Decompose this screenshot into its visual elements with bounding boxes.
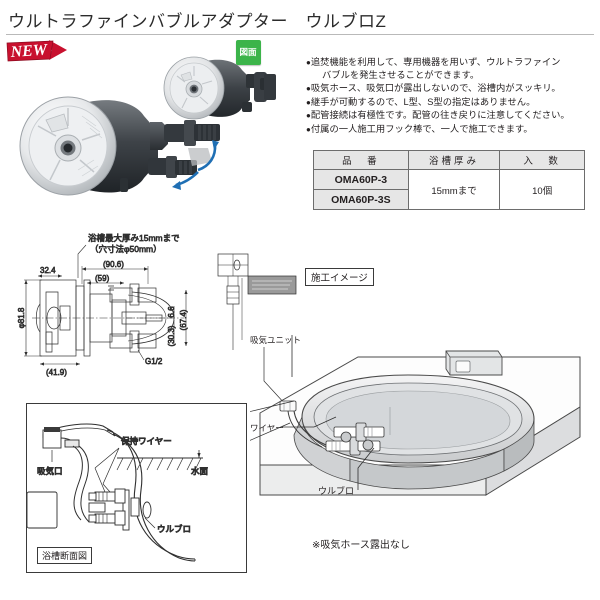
installation-tag: 施工イメージ	[305, 268, 374, 286]
dim-flange-depth: (41.9)	[46, 368, 67, 377]
label-holding-wire: 保持ワイヤー	[121, 436, 172, 446]
dim-port-height: (67.4)	[179, 309, 188, 330]
title-divider	[6, 34, 594, 35]
spec-table: 品 番 浴槽厚み 入 数 OMA60P-3 15mmまで 10個 OMA60P-…	[313, 150, 585, 210]
cell-part-number: OMA60P-3	[313, 169, 409, 190]
dim-overall-width: (90.6)	[103, 260, 124, 269]
bullet-marker: ●	[306, 58, 311, 67]
dimension-drawing: 浴槽最大厚み15mmまで （穴寸法φ50mm） (90.6) (59) 32.	[2, 228, 302, 378]
bullet-marker: ●	[306, 111, 311, 121]
cell-part-number: OMA60P-3S	[313, 189, 409, 210]
dim-inner-width: (59)	[95, 274, 110, 283]
table-header-row: 品 番 浴槽厚み 入 数	[313, 150, 585, 170]
column-header-part-number: 品 番	[313, 150, 409, 170]
installation-note: ※吸気ホース露出なし	[312, 540, 410, 551]
feature-item: ●継手が可動するので、L型、S型の指定はありません。	[306, 96, 596, 109]
feature-text: 配管接続は有極性です。配管の往き戻りに注意してください。	[310, 110, 570, 121]
feature-text: 吸気ホース、吸気口が露出しないので、浴槽内がスッキリ。	[310, 82, 561, 93]
bullet-marker: ●	[306, 97, 311, 107]
column-header-quantity: 入 数	[499, 150, 585, 170]
cross-section-box: 水面 吸気口 保持ワイヤー	[26, 403, 247, 573]
label-wire: ワイヤー	[250, 423, 284, 433]
product-photo-main	[12, 86, 227, 206]
bullet-marker: ●	[306, 125, 311, 135]
dim-port-offset: 6.6	[167, 306, 176, 318]
svg-text:NEW: NEW	[9, 41, 49, 61]
feature-list: ●追焚機能を利用して、専用機器を用いず、ウルトラファイン バブルを発生させること…	[306, 56, 596, 137]
dim-left-depth: 32.4	[40, 266, 56, 275]
page-title: ウルトラファインバブルアダプター ウルブロZ	[8, 12, 387, 31]
feature-text: 継手が可動するので、L型、S型の指定はありません。	[310, 96, 536, 107]
installation-illustration: 吸気ユニット ワイヤ	[250, 295, 600, 530]
dim-callout-line2: （穴寸法φ50mm）	[90, 244, 162, 254]
table-row: OMA60P-3 15mmまで 10個	[313, 169, 585, 210]
label-product-bath: ウルブロ	[318, 486, 355, 496]
label-intake-unit: 吸気ユニット	[250, 335, 301, 345]
dim-callout-line1: 浴槽最大厚み15mmまで	[88, 233, 180, 243]
label-water-surface: 水面	[191, 466, 209, 476]
new-badge: NEW	[5, 38, 75, 70]
product-photo-secondary	[150, 48, 290, 128]
dim-port-spacing: (30.3)	[167, 325, 176, 346]
bullet-marker: ●	[306, 83, 311, 93]
label-intake-port: 吸気口	[37, 466, 63, 476]
feature-item: ●追焚機能を利用して、専用機器を用いず、ウルトラファイン バブルを発生させること…	[306, 56, 596, 81]
cell-thickness: 15mmまで	[407, 169, 501, 210]
column-header-thickness: 浴槽厚み	[407, 150, 501, 170]
drawing-icon[interactable]: 図面	[236, 40, 261, 65]
dim-thread: G1/2	[145, 357, 163, 366]
label-product-xsec: ウルブロ	[157, 524, 191, 534]
feature-text-cont: バブルを発生させることができます。	[322, 70, 480, 81]
dim-diameter: φ81.8	[17, 307, 26, 328]
feature-item: ●配管接続は有極性です。配管の往き戻りに注意してください。	[306, 109, 596, 122]
cell-quantity: 10個	[499, 169, 585, 210]
product-leader-line	[357, 447, 375, 490]
drawing-icon-label: 図面	[239, 47, 258, 57]
feature-text: 追焚機能を利用して、専用機器を用いず、ウルトラファイン	[310, 57, 561, 67]
table-row: OMA60P-3S	[313, 189, 585, 210]
feature-text: 付属の一人施工用フック棒で、一人で施工できます。	[310, 124, 533, 135]
cross-section-tag: 浴槽断面図	[37, 547, 93, 564]
feature-item: ●付属の一人施工用フック棒で、一人で施工できます。	[306, 123, 596, 136]
feature-item: ●吸気ホース、吸気口が露出しないので、浴槽内がスッキリ。	[306, 82, 596, 95]
